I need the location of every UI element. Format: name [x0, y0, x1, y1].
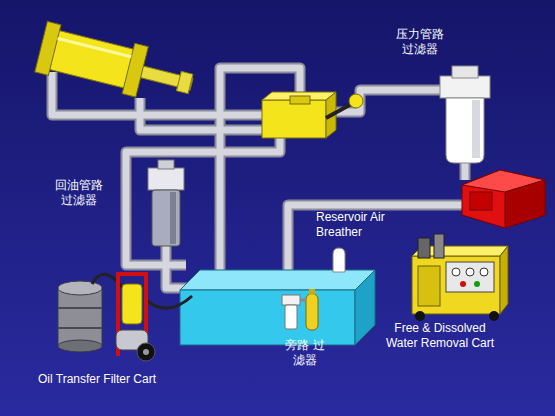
- part-label: 回油管路 过滤器: [52, 178, 106, 208]
- filter-shade: [472, 100, 480, 158]
- part-label: 压力管路 过滤器: [393, 27, 447, 57]
- valve-body: [262, 100, 326, 138]
- canister-cap: [309, 289, 315, 295]
- control-panel: [446, 262, 494, 292]
- gauge: [452, 268, 460, 276]
- hydraulic-pump: [462, 170, 545, 228]
- air-breather: [333, 248, 345, 272]
- directional-valve: [262, 92, 363, 138]
- gauge: [466, 268, 474, 276]
- breather-body: [333, 248, 345, 272]
- pump-body: [462, 170, 545, 228]
- pump-side: [505, 180, 545, 228]
- filter-cap: [158, 160, 174, 169]
- cart-filter: [122, 284, 142, 324]
- cart-column: [418, 238, 430, 258]
- pressure-filter: [440, 66, 490, 163]
- return-hose: [146, 296, 192, 308]
- cart-body: [412, 256, 500, 314]
- drum-rib: [58, 307, 102, 309]
- pipe: [126, 138, 280, 265]
- bypass-canister: [306, 294, 318, 330]
- cart-door: [418, 266, 440, 306]
- drum-rib: [58, 327, 102, 329]
- tank-side: [355, 270, 375, 345]
- hydraulic-cylinder: [35, 21, 198, 109]
- filter-indicator: [452, 66, 478, 78]
- filter-bowl: [446, 98, 484, 163]
- return-filter: [148, 160, 184, 246]
- cart-wheel: [489, 311, 499, 321]
- oil-drum: [58, 281, 102, 352]
- pipe: [126, 138, 280, 265]
- part-label: Oil Transfer Filter Cart: [38, 372, 218, 387]
- lever-knob: [349, 94, 363, 108]
- part-label: 旁路 过滤器: [284, 338, 326, 368]
- cart-handle: [116, 272, 148, 276]
- drum-bottom: [58, 340, 102, 352]
- pipe-outline: [52, 68, 465, 288]
- cylinder-head: [122, 43, 148, 97]
- filter-bowl: [285, 305, 297, 329]
- pump-port: [470, 192, 492, 210]
- bypass-filter: [282, 289, 318, 330]
- pipe-fill: [52, 68, 465, 288]
- pipe: [140, 98, 265, 130]
- tank-front: [180, 290, 355, 345]
- cart-wheel: [137, 343, 155, 361]
- water-removal-cart: [412, 234, 508, 321]
- filter-head: [440, 76, 490, 98]
- rod-eye: [176, 71, 192, 93]
- cylinder-cap: [35, 21, 61, 75]
- filter-bowl: [152, 190, 180, 246]
- part-label: Reservoir Air Breather: [316, 210, 406, 240]
- wheel-hub: [143, 349, 149, 355]
- tank-top: [180, 270, 375, 290]
- gauge: [480, 268, 488, 276]
- indicator-light: [474, 281, 480, 287]
- valve-port: [290, 96, 310, 104]
- reservoir-tank: [180, 270, 375, 345]
- part-label: Free & Dissolved Water Removal Cart: [382, 321, 498, 351]
- cylinder-highlight: [58, 38, 132, 56]
- cart-wheel: [415, 311, 425, 321]
- filter-head: [282, 295, 300, 305]
- indicator-light: [460, 281, 466, 287]
- drum-top: [58, 281, 102, 295]
- oil-transfer-cart: [92, 272, 192, 361]
- drum-body: [58, 288, 102, 346]
- filter-head: [148, 168, 184, 190]
- bypass-link: [300, 299, 306, 302]
- cart-side: [500, 246, 508, 314]
- filter-shade: [170, 192, 176, 244]
- cart-column: [434, 234, 444, 258]
